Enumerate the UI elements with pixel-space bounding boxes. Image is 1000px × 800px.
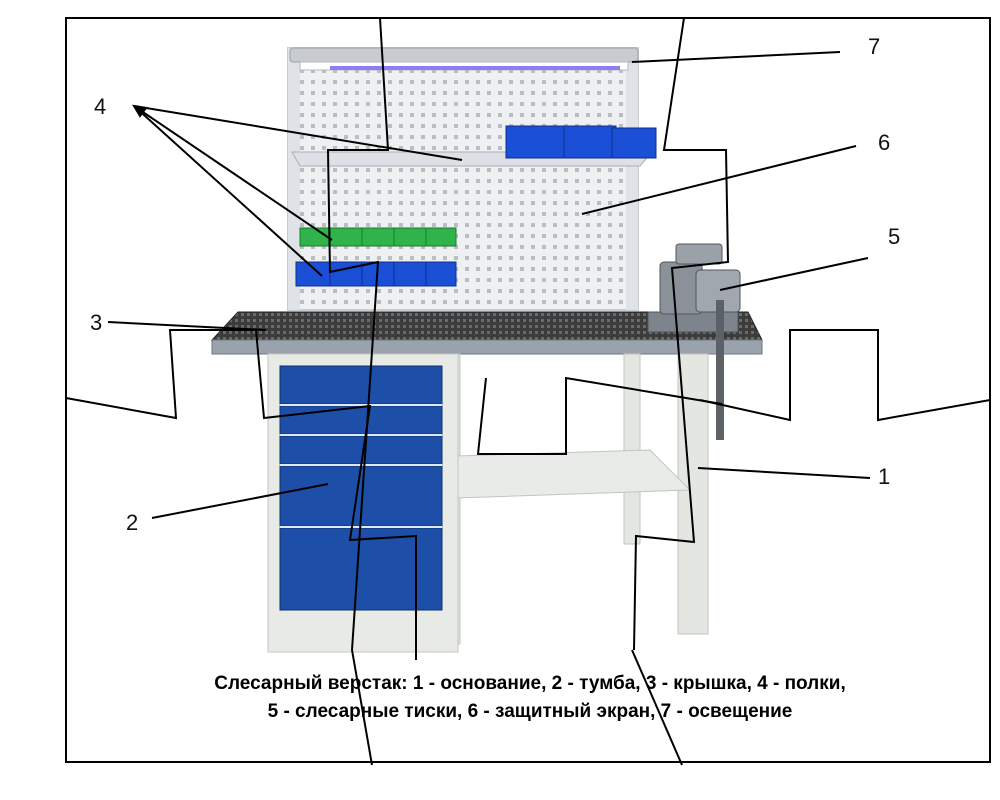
- leader-6: [581, 145, 857, 215]
- caption-line-1: Слесарный верстак: 1 - основание, 2 - ту…: [214, 673, 846, 694]
- leader-7: [631, 51, 841, 63]
- leader-lines: [107, 51, 871, 519]
- leader-2: [151, 483, 329, 519]
- caption-line-2: 5 - слесарные тиски, 6 - защитный экран,…: [267, 701, 793, 722]
- figure-caption: Слесарный верстак: 1 - основание, 2 - ту…: [70, 670, 990, 726]
- callout-4: 4: [94, 94, 106, 119]
- callout-7: 7: [868, 34, 880, 59]
- upper-shelf: [291, 125, 657, 167]
- bins-lower-blue: [295, 261, 457, 287]
- leader-5: [719, 257, 869, 291]
- leader-4b: [133, 105, 333, 241]
- bins-upper-blue: [505, 125, 657, 159]
- leader-4c: [133, 105, 323, 277]
- callout-1: 1: [878, 464, 890, 489]
- leader-3: [107, 321, 267, 331]
- drawer-cabinet: [267, 353, 459, 653]
- bins-green: [299, 227, 457, 247]
- figure-border-rect: [65, 17, 991, 763]
- lighting: [289, 47, 639, 71]
- zigzag-annotations: [65, 17, 991, 766]
- base-frame: [447, 353, 709, 645]
- vise: [647, 243, 741, 440]
- callout-2: 2: [126, 510, 138, 535]
- worktop: [210, 311, 763, 355]
- leader-1: [697, 467, 871, 479]
- callout-6: 6: [878, 130, 890, 155]
- callout-5: 5: [888, 224, 900, 249]
- leader-4a: [133, 105, 463, 161]
- callout-3: 3: [90, 310, 102, 335]
